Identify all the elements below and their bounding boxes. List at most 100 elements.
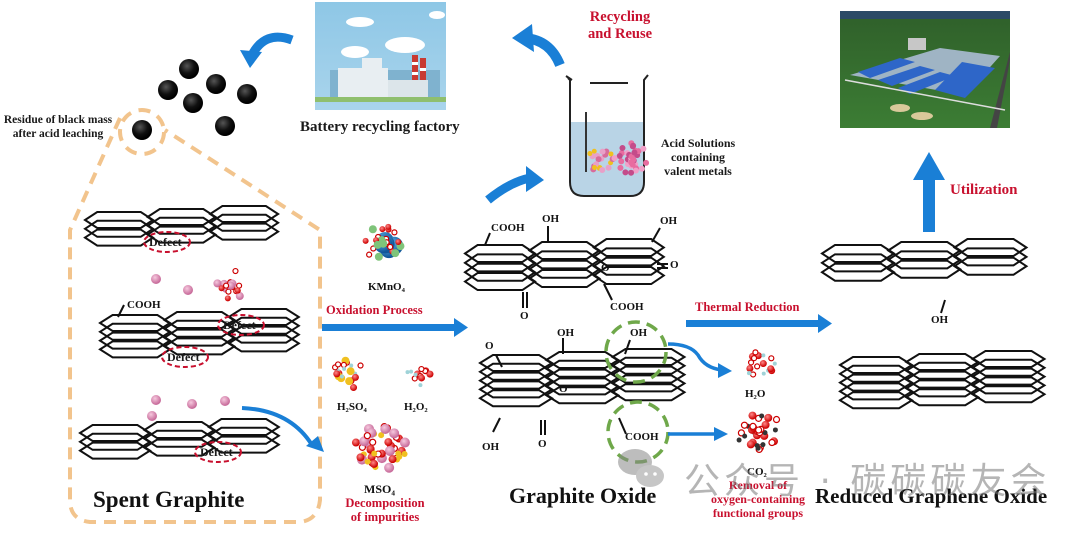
hexagon-ring: [206, 418, 281, 436]
atom: [342, 366, 347, 371]
acid-caption-line2: containing: [670, 150, 725, 164]
atom: [222, 282, 230, 289]
atom: [760, 442, 766, 448]
atom: [389, 428, 400, 439]
black-mass-ball: [132, 120, 152, 140]
atom: [746, 440, 755, 449]
atom: [224, 295, 231, 302]
atom: [391, 229, 398, 236]
atom: [368, 225, 377, 234]
hexagon-ring: [208, 205, 280, 223]
metal-ion: [183, 285, 193, 295]
h2so4-label: H₂SO₄: [337, 401, 367, 413]
removal-line1: Removal of: [728, 478, 788, 492]
utilization-label: Utilization: [950, 182, 1018, 198]
hexagon-ring: [206, 426, 281, 445]
atom: [605, 164, 612, 171]
defect-label: Defect: [200, 445, 233, 459]
atom: [385, 223, 392, 230]
removal-line3: functional groups: [712, 506, 804, 520]
go-group-label: OH: [482, 441, 500, 453]
atom: [767, 365, 775, 373]
hexagon-ring: [610, 374, 687, 393]
atom: [411, 375, 418, 382]
atom: [772, 415, 781, 424]
hexagon-ring: [970, 376, 1047, 395]
atom: [643, 159, 650, 166]
factory-caption: Battery recycling factory: [300, 119, 460, 135]
graphene-sheet: [820, 238, 1029, 282]
recycling-label-line1: Recycling: [589, 9, 651, 25]
atom: [413, 372, 418, 377]
atom: [772, 361, 777, 366]
hexagon-ring: [208, 213, 280, 232]
hexagon-ring: [970, 350, 1047, 368]
arrow-oxidation: [322, 318, 468, 337]
metal-ion: [187, 399, 197, 409]
metal-ion: [151, 395, 161, 405]
rgo-oh-label: OH: [931, 314, 949, 326]
atom: [736, 437, 742, 443]
atom: [740, 421, 749, 429]
atom: [761, 420, 770, 429]
hexagon-ring: [592, 247, 666, 267]
atom: [379, 226, 386, 233]
atom: [426, 370, 434, 378]
atom: [225, 288, 232, 295]
atom: [371, 450, 378, 457]
atom: [362, 237, 369, 244]
hexagon-ring: [952, 247, 1029, 267]
atom: [350, 384, 358, 392]
atom: [768, 438, 776, 447]
atom: [630, 156, 637, 163]
decomposition-label: Decomposition of impurities: [330, 496, 440, 524]
arrow-utilization: [913, 152, 945, 232]
recycling-label: Recycling and Reuse: [565, 9, 675, 43]
atom: [369, 438, 377, 446]
atom: [391, 249, 400, 258]
graphite-oxide-bonds: [484, 226, 668, 435]
go-group-label: O: [538, 438, 547, 450]
atom: [592, 165, 598, 171]
atom: [616, 152, 623, 159]
graphene-sheet: [83, 205, 280, 247]
atom: [631, 149, 638, 156]
atom: [619, 145, 626, 152]
atom: [395, 450, 402, 457]
hexagon-ring: [952, 238, 1029, 257]
atom: [761, 353, 766, 358]
atom: [752, 349, 759, 356]
atom: [399, 437, 410, 448]
h2so4-molecule: [331, 356, 364, 392]
atom: [599, 167, 606, 174]
atom: [418, 374, 426, 382]
atom: [618, 158, 625, 165]
arrow-to-mso4: [241, 406, 314, 447]
atom: [235, 282, 243, 289]
atom: [340, 361, 347, 369]
black-mass-particles: [132, 59, 257, 140]
black-mass-ball: [206, 74, 226, 94]
go-group-label: COOH: [610, 301, 644, 313]
metal-ion: [151, 274, 161, 284]
hexagon-ring: [610, 356, 687, 375]
black-mass-ball: [158, 80, 178, 100]
graphene-sheets: [78, 205, 1047, 460]
industrial-park-picture: [840, 11, 1010, 128]
atom: [339, 374, 344, 379]
hexagon-ring: [226, 316, 301, 335]
atom: [640, 145, 647, 152]
atom: [638, 165, 645, 172]
acid-caption-line1: Acid Solutions: [660, 136, 736, 150]
atom: [384, 438, 393, 447]
atom: [349, 363, 354, 368]
atom: [755, 426, 763, 434]
atom: [366, 251, 373, 258]
hexagon-ring: [592, 256, 666, 276]
h2o2-molecule: [405, 365, 434, 388]
atom: [384, 462, 395, 473]
watermark-text: 公众号 · 碳碳碳友会: [684, 461, 1051, 502]
atom: [235, 292, 244, 301]
factory-picture: [315, 2, 446, 110]
go-group-label: COOH: [625, 431, 659, 443]
